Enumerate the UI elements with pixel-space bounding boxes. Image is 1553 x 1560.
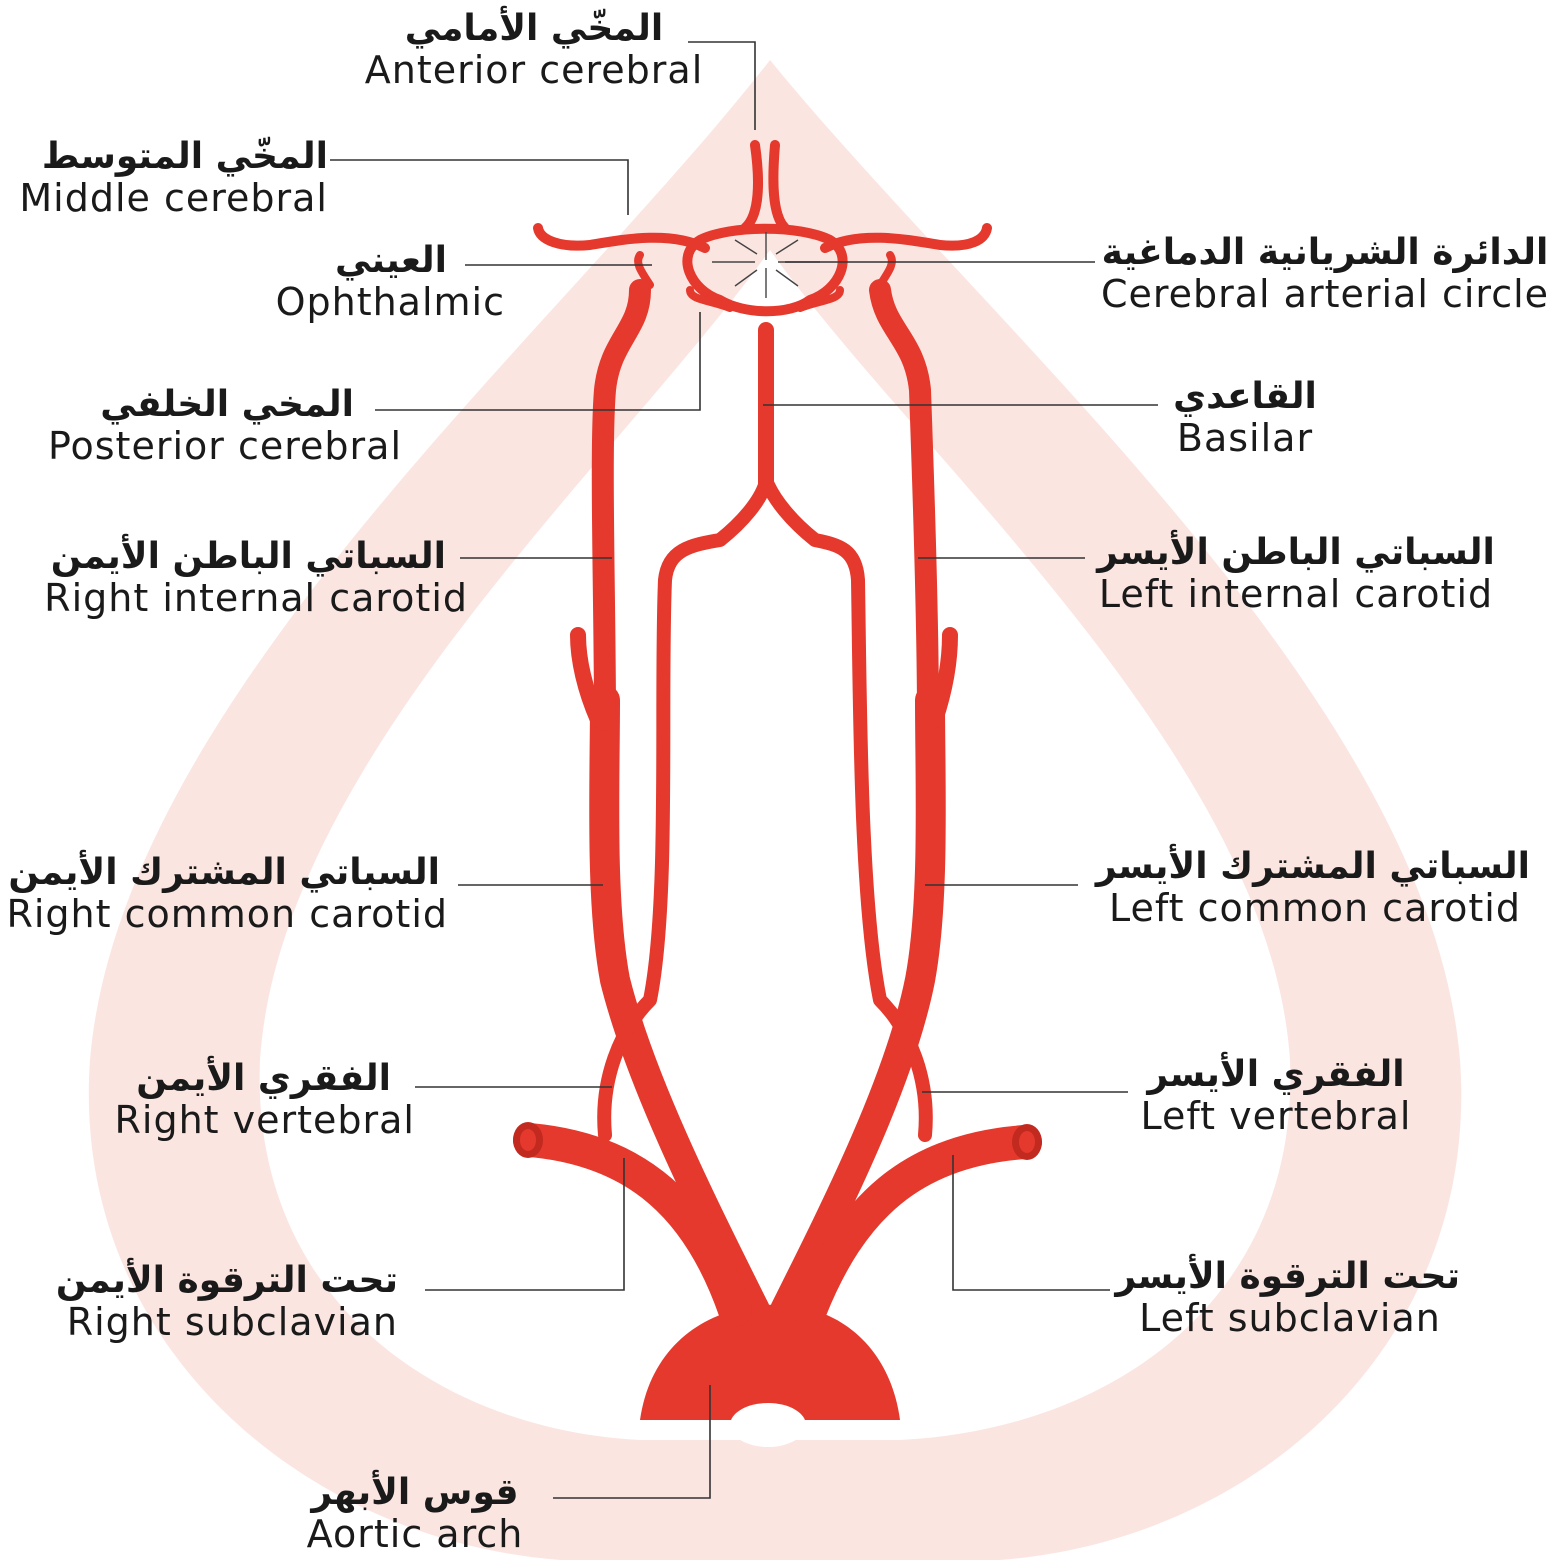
label-left-vertebral: الفقري الأيسر Left vertebral (1136, 1054, 1416, 1139)
aortic-arch-lumen (730, 1403, 806, 1447)
left-vertebral-vessel (768, 485, 926, 1135)
label-ophthalmic: العيني Ophthalmic (210, 240, 505, 325)
label-ar: المخّي الأمامي (364, 8, 704, 49)
label-right-vertebral: الفقري الأيمن Right vertebral (110, 1058, 415, 1143)
label-en: Right vertebral (110, 1099, 415, 1143)
label-middle-cerebral: المخّي المتوسط Middle cerebral (6, 136, 328, 221)
label-ar: السباتي المشترك الأيمن (4, 852, 448, 893)
label-en: Posterior cerebral (40, 425, 402, 469)
label-en: Right common carotid (4, 893, 448, 937)
label-left-internal-carotid: السباتي الباطن الأيسر Left internal caro… (1096, 532, 1496, 617)
label-right-subclavian: تحت الترقوة الأيمن Right subclavian (60, 1260, 398, 1345)
label-en: Left vertebral (1136, 1095, 1416, 1139)
label-ar: الفقري الأيمن (110, 1058, 415, 1099)
label-en: Left internal carotid (1096, 573, 1496, 617)
label-en: Left common carotid (1100, 887, 1530, 931)
label-en: Anterior cerebral (364, 49, 704, 93)
aortic-arch-vessel (640, 1305, 900, 1420)
label-aortic-arch: قوس الأبهر Aortic arch (300, 1472, 530, 1557)
label-ar: السباتي المشترك الأيسر (1100, 846, 1530, 887)
label-en: Cerebral arterial circle (1100, 273, 1550, 317)
label-left-common-carotid: السباتي المشترك الأيسر Left common carot… (1100, 846, 1530, 931)
label-left-subclavian: تحت الترقوة الأيسر Left subclavian (1120, 1256, 1460, 1341)
label-en: Ophthalmic (210, 281, 505, 325)
label-en: Aortic arch (300, 1513, 530, 1557)
label-en: Right subclavian (60, 1301, 398, 1345)
right-vertebral-vessel (604, 485, 765, 1135)
label-ar: تحت الترقوة الأيسر (1120, 1256, 1460, 1297)
label-posterior-cerebral: المخي الخلفي Posterior cerebral (40, 384, 402, 469)
label-right-common-carotid: السباتي المشترك الأيمن Right common caro… (4, 852, 448, 937)
label-ar: تحت الترقوة الأيمن (60, 1260, 398, 1301)
label-en: Right internal carotid (30, 577, 468, 621)
label-ar: قوس الأبهر (300, 1472, 530, 1513)
right-subclavian-vessel (530, 1140, 735, 1310)
label-basilar: القاعدي Basilar (1160, 376, 1330, 461)
label-ar: السباتي الباطن الأيمن (30, 536, 468, 577)
label-en: Left subclavian (1120, 1297, 1460, 1341)
label-ar: العيني (210, 240, 505, 281)
label-ar: القاعدي (1160, 376, 1330, 417)
label-ar: المخي الخلفي (40, 384, 402, 425)
label-en: Middle cerebral (6, 177, 328, 221)
label-ar: السباتي الباطن الأيسر (1096, 532, 1496, 573)
label-right-internal-carotid: السباتي الباطن الأيمن Right internal car… (30, 536, 468, 621)
label-anterior-cerebral: المخّي الأمامي Anterior cerebral (364, 8, 704, 93)
label-cerebral-arterial-circle: الدائرة الشريانية الدماغية Cerebral arte… (1100, 232, 1550, 317)
label-ar: المخّي المتوسط (6, 136, 328, 177)
label-en: Basilar (1160, 417, 1330, 461)
label-ar: الفقري الأيسر (1136, 1054, 1416, 1095)
label-ar: الدائرة الشريانية الدماغية (1100, 232, 1550, 273)
